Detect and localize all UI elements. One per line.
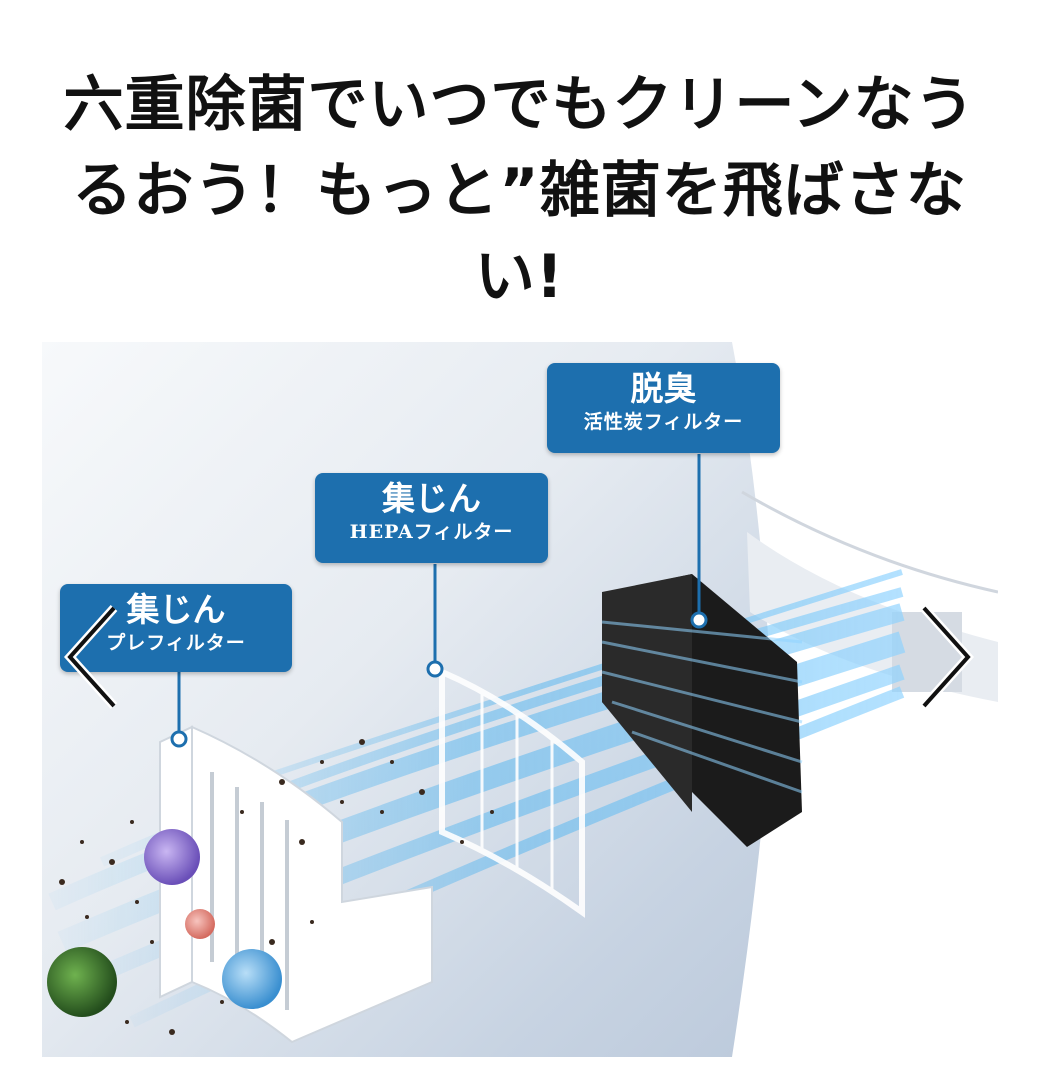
headline-line-2: るおう！もっと”雑菌を飛ばさな (72, 156, 967, 226)
virus-green (47, 947, 117, 1017)
headline-line-3: い! (474, 242, 565, 312)
headline-line-1: 六重除菌でいつでもクリーンなう (63, 70, 976, 140)
callout-lines (170, 454, 708, 748)
hepa-filter-label-subtitle: HEPAフィルター (349, 521, 514, 543)
carousel-prev-button[interactable] (63, 602, 120, 712)
prefilter-label-subtitle: プレフィルター (106, 632, 246, 654)
carbon-filter-label-title: 脱臭 (630, 369, 697, 408)
virus-purple (144, 829, 200, 885)
product-image-carousel[interactable]: 集じん プレフィルター 集じん HEPAフィルター 脱臭 活性炭フィルター (42, 342, 998, 1057)
carbon-filter-label: 脱臭 活性炭フィルター (547, 363, 780, 453)
dust-particles (54, 739, 494, 1035)
virus-blue (222, 949, 282, 1009)
hepa-filter-frame (439, 667, 585, 918)
carbon-filter-block (601, 574, 803, 847)
carousel-next-button[interactable] (918, 602, 975, 712)
filter-illustration (47, 342, 998, 1057)
chevron-left-icon (63, 604, 118, 710)
prefilter-label-title: 集じん (126, 590, 226, 629)
hepa-filter-label: 集じん HEPAフィルター (315, 473, 548, 563)
headline: 六重除菌でいつでもクリーンなう るおう！もっと”雑菌を飛ばさな い! (0, 62, 1039, 320)
chevron-right-icon (920, 604, 975, 710)
virus-pink (185, 909, 215, 939)
hepa-filter-label-title: 集じん (382, 479, 481, 518)
carbon-filter-label-subtitle: 活性炭フィルター (583, 411, 744, 433)
